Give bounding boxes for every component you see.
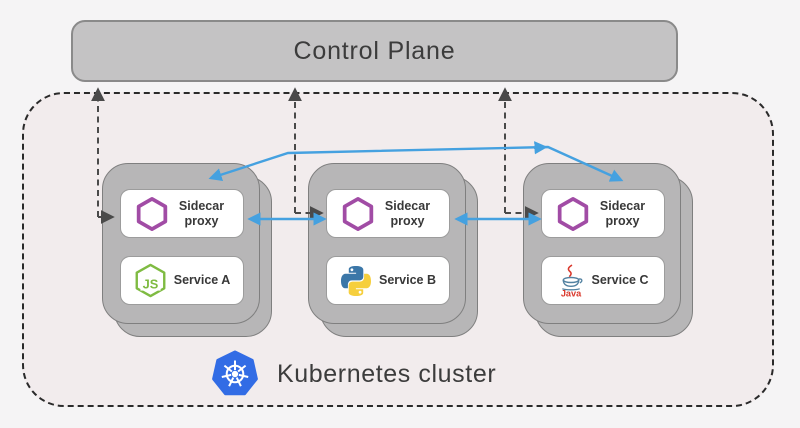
kubernetes-caption: Kubernetes cluster — [211, 350, 496, 398]
python-icon — [341, 265, 371, 296]
envoy-hexagon-icon — [342, 196, 373, 231]
pod-b: Sidecar proxy Service B — [308, 163, 480, 340]
service-a-label: Service A — [173, 273, 231, 288]
pod-a-card: Sidecar proxy JS Service A — [102, 163, 260, 324]
control-plane-box: Control Plane — [71, 20, 678, 82]
sidecar-proxy-label: Sidecar proxy — [599, 199, 646, 228]
sidecar-proxy-label: Sidecar proxy — [384, 199, 431, 228]
control-plane-label: Control Plane — [293, 36, 456, 65]
pod-b-sidecar-proxy-box: Sidecar proxy — [326, 189, 450, 238]
pod-b-card: Sidecar proxy Service B — [308, 163, 466, 324]
service-c-label: Service C — [591, 273, 649, 288]
sidecar-proxy-label: Sidecar proxy — [178, 199, 225, 228]
pod-c: Sidecar proxy Java Service C — [523, 163, 695, 340]
kubernetes-icon — [212, 350, 258, 396]
kubernetes-cluster-label: Kubernetes cluster — [277, 359, 497, 388]
svg-text:Java: Java — [560, 288, 581, 298]
svg-text:JS: JS — [142, 277, 158, 292]
nodejs-icon: JS — [135, 263, 166, 298]
pod-b-service-box: Service B — [326, 256, 450, 305]
pod-a-sidecar-proxy-box: Sidecar proxy — [120, 189, 244, 238]
envoy-hexagon-icon — [557, 196, 588, 231]
pod-c-sidecar-proxy-box: Sidecar proxy — [541, 189, 665, 238]
pod-c-service-box: Java Service C — [541, 256, 665, 305]
envoy-hexagon-icon — [136, 196, 167, 231]
pod-a-service-box: JS Service A — [120, 256, 244, 305]
service-b-label: Service B — [379, 273, 436, 288]
pod-c-card: Sidecar proxy Java Service C — [523, 163, 681, 324]
pod-a: Sidecar proxy JS Service A — [102, 163, 274, 340]
java-icon: Java — [560, 264, 582, 298]
